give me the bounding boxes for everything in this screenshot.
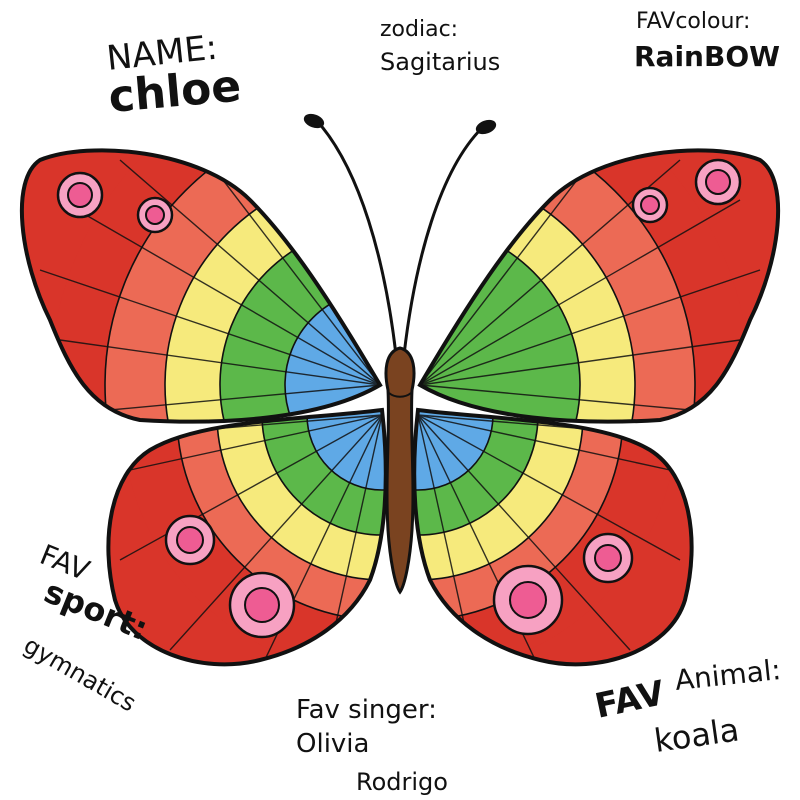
zodiac-label: zodiac: Sagitarius — [380, 17, 500, 76]
animal-value: koala — [652, 710, 742, 759]
name-label: NAME: chloe — [105, 28, 243, 123]
butterfly-body — [384, 346, 416, 595]
zodiac-value: Sagitarius — [380, 48, 500, 76]
singer-value-2: Rodrigo — [356, 768, 448, 796]
upper-left-wing — [19, 148, 383, 424]
animal-fav: FAV — [592, 673, 669, 727]
colour-title: FAVcolour: — [636, 9, 750, 34]
antennae — [303, 113, 497, 357]
colour-label: FAVcolour: RainBOW — [634, 9, 780, 73]
wing-spot — [56, 171, 104, 219]
animal-title: Animal: — [673, 653, 782, 697]
sport-value: gymnatics — [19, 631, 141, 718]
singer-value-1: Olivia — [296, 729, 369, 759]
wing-spot — [228, 571, 296, 639]
wing-spot — [582, 532, 634, 584]
singer-label: Fav singer: Olivia Rodrigo — [296, 695, 448, 796]
wing-spot — [136, 196, 174, 234]
zodiac-title: zodiac: — [380, 17, 458, 42]
singer-title: Fav singer: — [296, 695, 437, 725]
lower-left-wing — [106, 407, 388, 667]
name-value: chloe — [107, 61, 244, 123]
wing-spot — [631, 186, 669, 224]
colour-value: RainBOW — [634, 40, 780, 73]
lower-right-wing — [412, 407, 694, 667]
animal-label: FAV Animal: koala — [592, 653, 783, 760]
wing-spot — [694, 158, 742, 206]
wing-spot — [492, 564, 564, 636]
wing-spot — [164, 514, 216, 566]
